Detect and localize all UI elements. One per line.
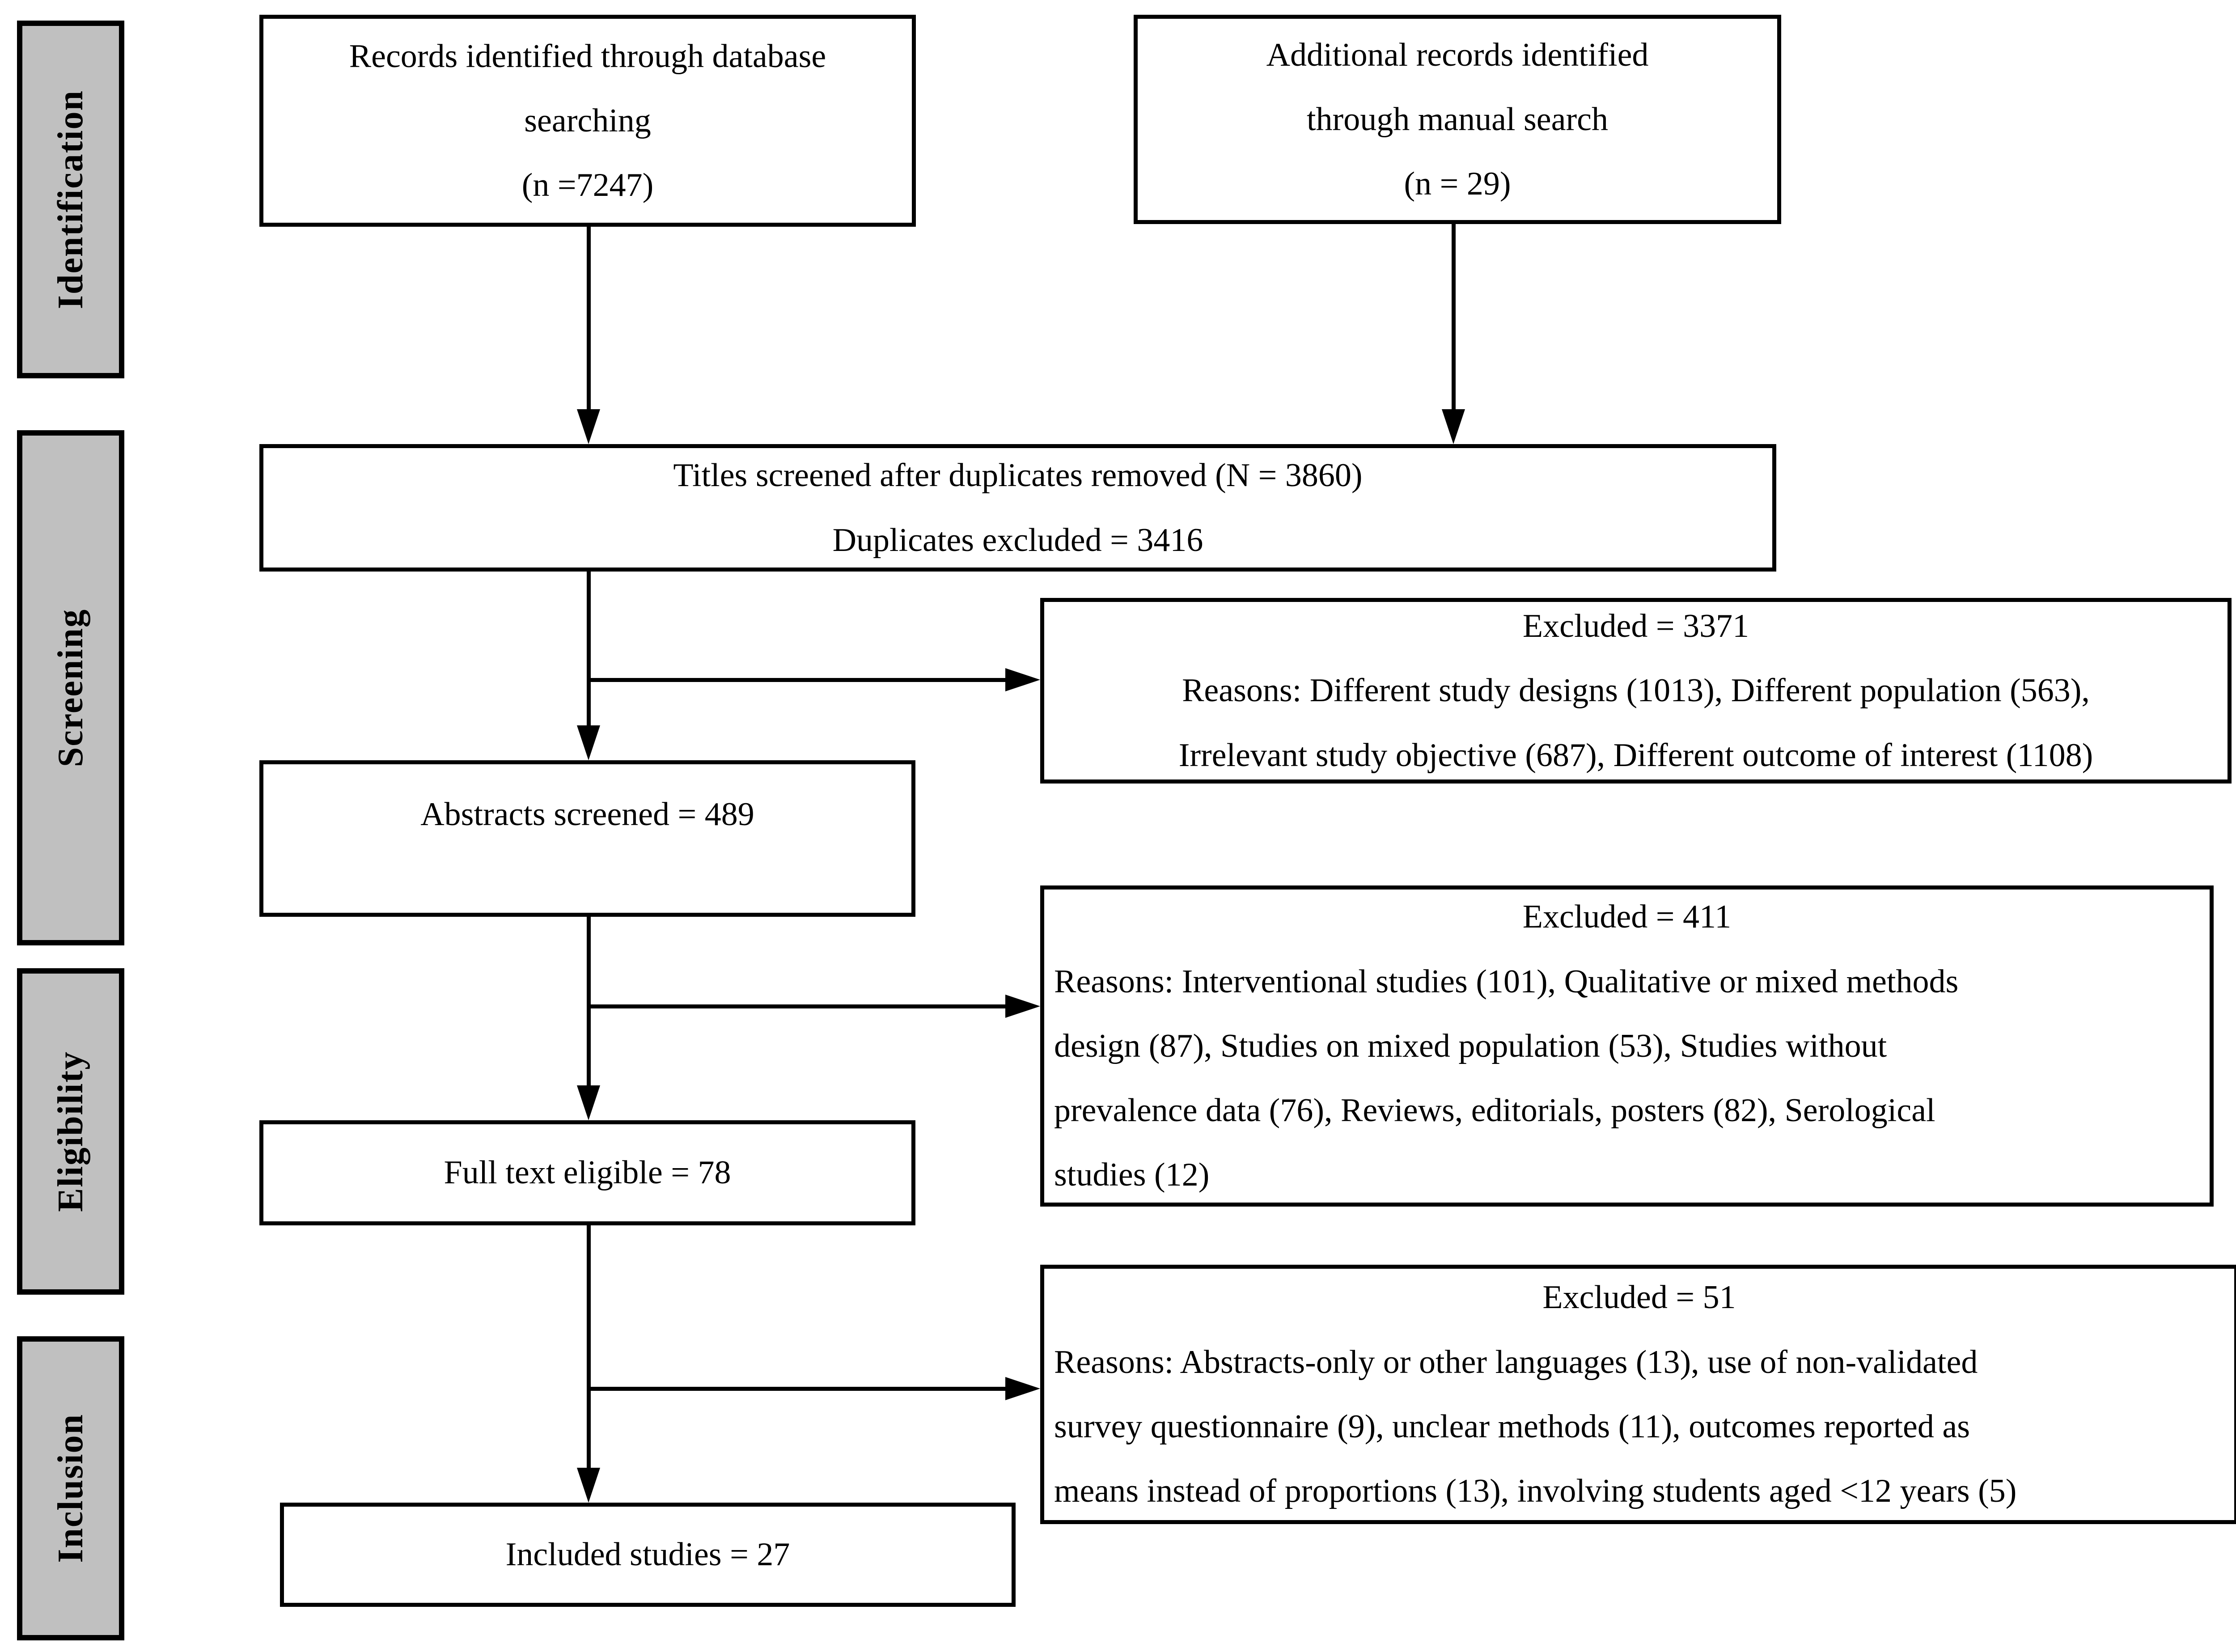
text-line: (n = 29) xyxy=(1404,165,1511,203)
arrow-to-excluded-abstracts-arrowhead xyxy=(1005,995,1040,1018)
records-database-box: Records identified through database sear… xyxy=(259,15,916,227)
arrow-to-excluded-titles-line xyxy=(589,678,1006,682)
text-line: means instead of proportions (13), invol… xyxy=(1054,1473,2017,1510)
titles-screened-box: Titles screened after duplicates removed… xyxy=(259,444,1776,572)
text-line: Reasons: Abstracts-only or other languag… xyxy=(1054,1343,1978,1381)
arrow-fulltext-to-included-line xyxy=(587,1225,591,1468)
excluded-abstracts-box: Excluded = 411 Reasons: Interventional s… xyxy=(1040,885,2214,1207)
arrow-to-excluded-fulltext-line xyxy=(589,1387,1006,1391)
arrow-titles-to-abstracts-line xyxy=(587,572,591,726)
stage-screening: Screening xyxy=(17,430,124,945)
text-line: Abstracts screened = 489 xyxy=(420,796,754,833)
text-line: Duplicates excluded = 3416 xyxy=(832,521,1203,559)
text-line: prevalence data (76), Reviews, editorial… xyxy=(1054,1092,1935,1129)
arrow-titles-to-abstracts-arrowhead xyxy=(577,725,600,760)
arrow-to-excluded-abstracts-line xyxy=(589,1004,1006,1008)
excluded-titles-box: Excluded = 3371 Reasons: Different study… xyxy=(1040,598,2232,784)
records-manual-search-box: Additional records identified through ma… xyxy=(1134,15,1781,224)
arrow-database-to-titles-line xyxy=(587,227,591,410)
text-line: Full text eligible = 78 xyxy=(444,1154,731,1191)
text-line: Records identified through database xyxy=(349,38,826,75)
abstracts-screened-box: Abstracts screened = 489 xyxy=(259,760,915,917)
arrow-to-excluded-fulltext-arrowhead xyxy=(1005,1377,1040,1400)
full-text-eligible-box: Full text eligible = 78 xyxy=(259,1120,915,1225)
text-line: survey questionnaire (9), unclear method… xyxy=(1054,1408,1970,1445)
text-line: studies (12) xyxy=(1054,1156,1210,1194)
stage-identification-label: Identification xyxy=(51,89,90,309)
arrow-database-to-titles-arrowhead xyxy=(577,409,600,444)
stage-eligibility: Eligibility xyxy=(17,968,124,1295)
arrow-fulltext-to-included-arrowhead xyxy=(577,1468,600,1503)
stage-identification: Identification xyxy=(17,21,124,378)
stage-inclusion: Inclusion xyxy=(17,1336,124,1640)
text-line: Excluded = 411 xyxy=(1522,898,1732,936)
text-line: Reasons: Different study designs (1013),… xyxy=(1182,672,2090,709)
stage-inclusion-label: Inclusion xyxy=(51,1414,90,1563)
text-line: Titles screened after duplicates removed… xyxy=(673,457,1363,494)
arrow-abstracts-to-fulltext-arrowhead xyxy=(577,1085,600,1120)
arrow-manual-to-titles-arrowhead xyxy=(1442,409,1465,444)
text-line: Excluded = 51 xyxy=(1542,1279,1736,1316)
text-line: Excluded = 3371 xyxy=(1522,608,1749,645)
text-line: through manual search xyxy=(1307,101,1608,138)
stage-eligibility-label: Eligibility xyxy=(51,1051,90,1212)
text-line: Included studies = 27 xyxy=(505,1536,790,1573)
excluded-full-text-box: Excluded = 51 Reasons: Abstracts-only or… xyxy=(1040,1265,2236,1524)
included-studies-box: Included studies = 27 xyxy=(280,1503,1016,1607)
text-line: design (87), Studies on mixed population… xyxy=(1054,1027,1887,1064)
arrow-abstracts-to-fulltext-line xyxy=(587,917,591,1086)
text-line: Additional records identified xyxy=(1266,36,1649,73)
text-line: (n =7247) xyxy=(521,167,654,204)
text-line: searching xyxy=(524,102,651,139)
stage-screening-label: Screening xyxy=(51,608,90,767)
arrow-to-excluded-titles-arrowhead xyxy=(1005,668,1040,691)
text-line: Irrelevant study objective (687), Differ… xyxy=(1178,737,2093,774)
arrow-manual-to-titles-line xyxy=(1452,224,1456,409)
text-line: Reasons: Interventional studies (101), Q… xyxy=(1054,963,1959,1000)
